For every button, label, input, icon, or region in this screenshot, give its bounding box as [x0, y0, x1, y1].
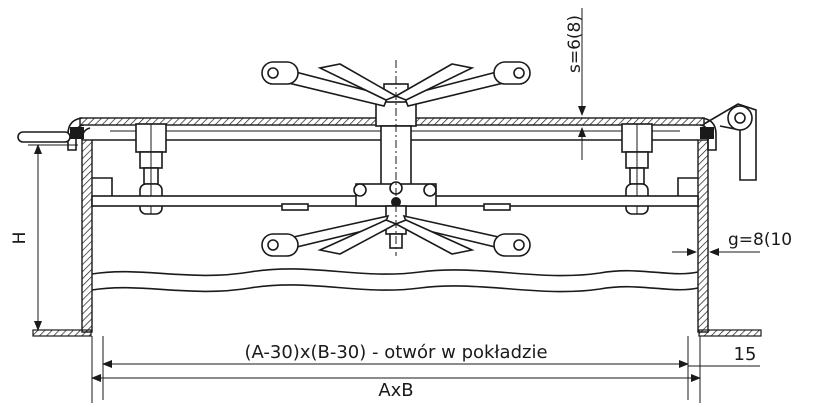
dimension-g: g=8(10 [672, 230, 792, 256]
deck [32, 329, 762, 337]
handwheel-upper [261, 61, 531, 107]
offset-label: 15 [734, 344, 757, 365]
coaming-left-wall [81, 139, 93, 333]
hinge [703, 103, 757, 181]
handwheel-lower [261, 214, 531, 257]
dimension-offset: 15 [688, 342, 760, 367]
dimension-h: H [10, 144, 78, 331]
opening-label: (A-30)x(B-30) - otwór w pokładzie [244, 342, 547, 363]
g-thickness-label: g=8(10 [728, 230, 792, 250]
handle-left [17, 131, 71, 143]
coaming-right-wall [697, 139, 709, 333]
deck-plate-left [32, 329, 92, 337]
gasket-left [70, 127, 84, 139]
gasket-right [700, 127, 714, 139]
height-label: H [10, 232, 30, 245]
deck-plate-right [698, 329, 762, 337]
overall-size-label: AxB [378, 380, 413, 401]
s-thickness-label: s=6(8) [565, 15, 585, 73]
dimension-opening: (A-30)x(B-30) - otwór w pokładzie [102, 336, 689, 400]
dog-right [621, 123, 653, 215]
dimension-overall: AxB [91, 336, 701, 403]
dimension-s: s=6(8) [565, 8, 600, 160]
cover-edge-left [67, 117, 85, 151]
break-lines [91, 268, 699, 293]
